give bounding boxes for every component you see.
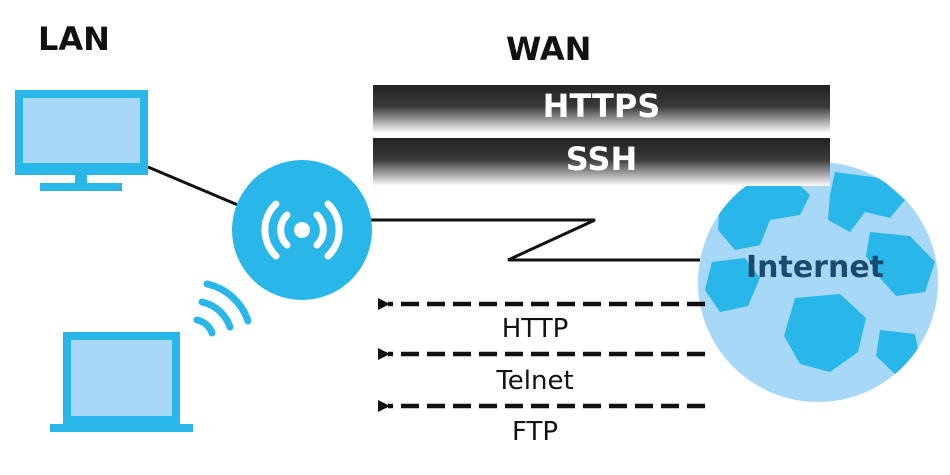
desktop-icon xyxy=(15,90,148,191)
https-band: HTTPS xyxy=(373,85,830,133)
wireless-router-icon xyxy=(232,160,372,300)
wifi-signal-icon xyxy=(193,280,252,337)
lan-connection-line xyxy=(147,165,246,210)
http-label: HTTP xyxy=(501,314,569,344)
telnet-label: Telnet xyxy=(496,366,574,396)
laptop-icon xyxy=(50,332,193,432)
wan-link-line xyxy=(370,218,700,262)
ftp-label: FTP xyxy=(511,417,559,447)
wan-label: WAN xyxy=(506,30,592,68)
lan-label: LAN xyxy=(38,20,110,58)
globe-icon xyxy=(698,162,938,402)
internet-label: Internet xyxy=(745,250,885,285)
ssh-band: SSH xyxy=(373,138,830,186)
